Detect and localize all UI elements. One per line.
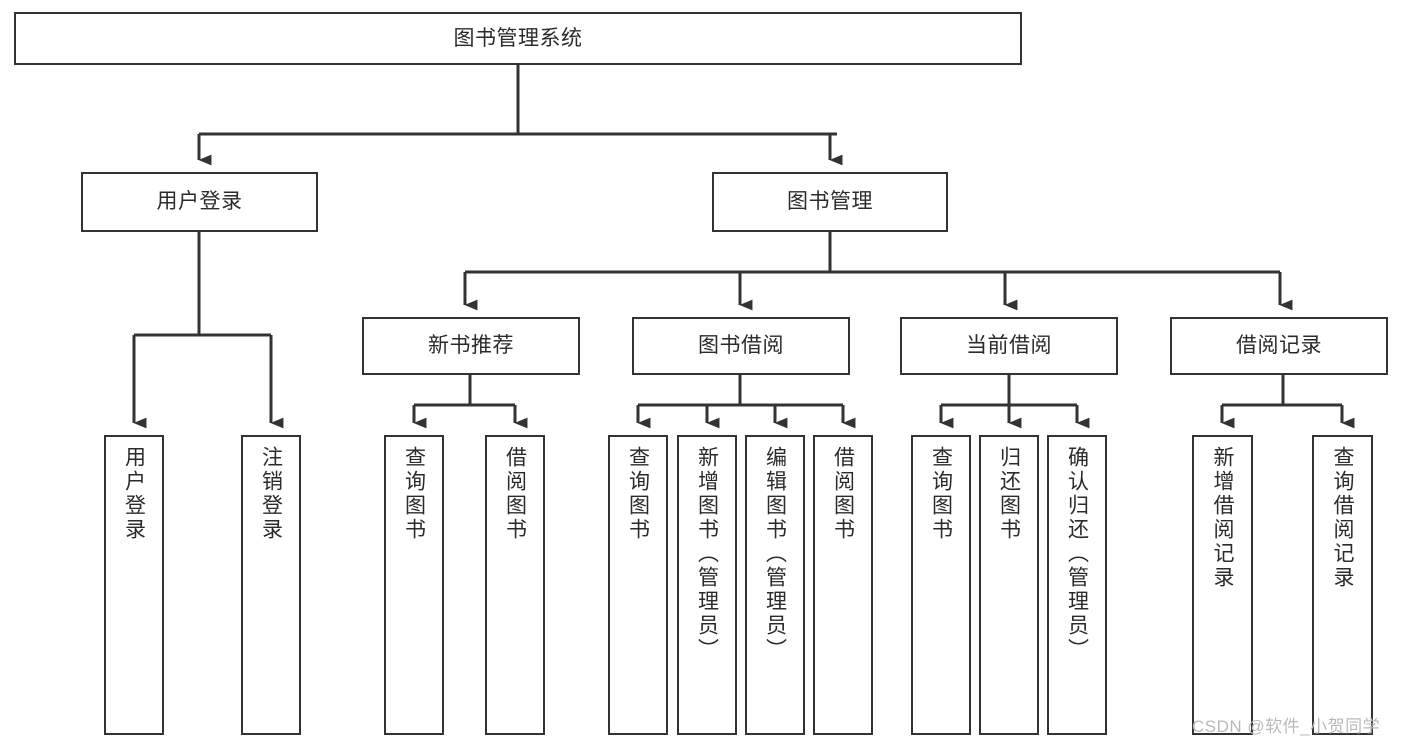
- node-leaf-query-book-2-label: 查询图书: [626, 446, 650, 542]
- node-leaf-query-book-3[interactable]: 查询图书: [911, 435, 971, 735]
- node-leaf-return-book[interactable]: 归还图书: [979, 435, 1039, 735]
- node-leaf-query-book-2[interactable]: 查询图书: [608, 435, 668, 735]
- node-leaf-user-logout-label: 注销登录: [259, 446, 283, 542]
- node-leaf-query-book-3-label: 查询图书: [929, 446, 953, 542]
- node-leaf-add-book[interactable]: 新增图书（管理员）: [677, 435, 737, 735]
- node-book-manage[interactable]: 图书管理: [712, 172, 948, 232]
- node-user-login-label: 用户登录: [156, 190, 243, 214]
- node-book-borrow-label: 图书借阅: [698, 334, 784, 358]
- node-leaf-add-record-label: 新增借阅记录: [1211, 446, 1234, 590]
- node-new-book-recommend-label: 新书推荐: [428, 334, 514, 358]
- node-book-borrow[interactable]: 图书借阅: [632, 317, 850, 375]
- node-leaf-confirm-return[interactable]: 确认归还（管理员）: [1047, 435, 1107, 735]
- node-leaf-add-record[interactable]: 新增借阅记录: [1192, 435, 1253, 735]
- node-leaf-borrow-book-1[interactable]: 借阅图书: [485, 435, 545, 735]
- node-root-label: 图书管理系统: [453, 26, 583, 50]
- node-book-manage-label: 图书管理: [787, 190, 873, 214]
- node-leaf-edit-book-label: 编辑图书（管理员）: [763, 446, 787, 662]
- node-leaf-edit-book[interactable]: 编辑图书（管理员）: [745, 435, 805, 735]
- node-leaf-query-record[interactable]: 查询借阅记录: [1312, 435, 1373, 735]
- node-borrow-record-label: 借阅记录: [1236, 334, 1322, 358]
- node-leaf-borrow-book-2-label: 借阅图书: [831, 446, 855, 542]
- node-borrow-record[interactable]: 借阅记录: [1170, 317, 1388, 375]
- node-leaf-user-login[interactable]: 用户登录: [104, 435, 164, 735]
- node-user-login[interactable]: 用户登录: [81, 172, 318, 232]
- node-leaf-borrow-book-2[interactable]: 借阅图书: [813, 435, 873, 735]
- node-leaf-return-book-label: 归还图书: [997, 446, 1021, 542]
- node-leaf-query-record-label: 查询借阅记录: [1331, 446, 1354, 590]
- node-leaf-confirm-return-label: 确认归还（管理员）: [1065, 446, 1089, 662]
- node-new-book-recommend[interactable]: 新书推荐: [362, 317, 580, 375]
- node-leaf-user-logout[interactable]: 注销登录: [241, 435, 301, 735]
- node-current-borrow[interactable]: 当前借阅: [900, 317, 1118, 375]
- node-leaf-query-book-1-label: 查询图书: [402, 446, 426, 542]
- node-leaf-query-book-1[interactable]: 查询图书: [384, 435, 444, 735]
- node-leaf-add-book-label: 新增图书（管理员）: [695, 446, 719, 662]
- node-root[interactable]: 图书管理系统: [14, 12, 1022, 65]
- node-leaf-user-login-label: 用户登录: [122, 446, 146, 542]
- node-current-borrow-label: 当前借阅: [966, 334, 1052, 358]
- node-leaf-borrow-book-1-label: 借阅图书: [503, 446, 527, 542]
